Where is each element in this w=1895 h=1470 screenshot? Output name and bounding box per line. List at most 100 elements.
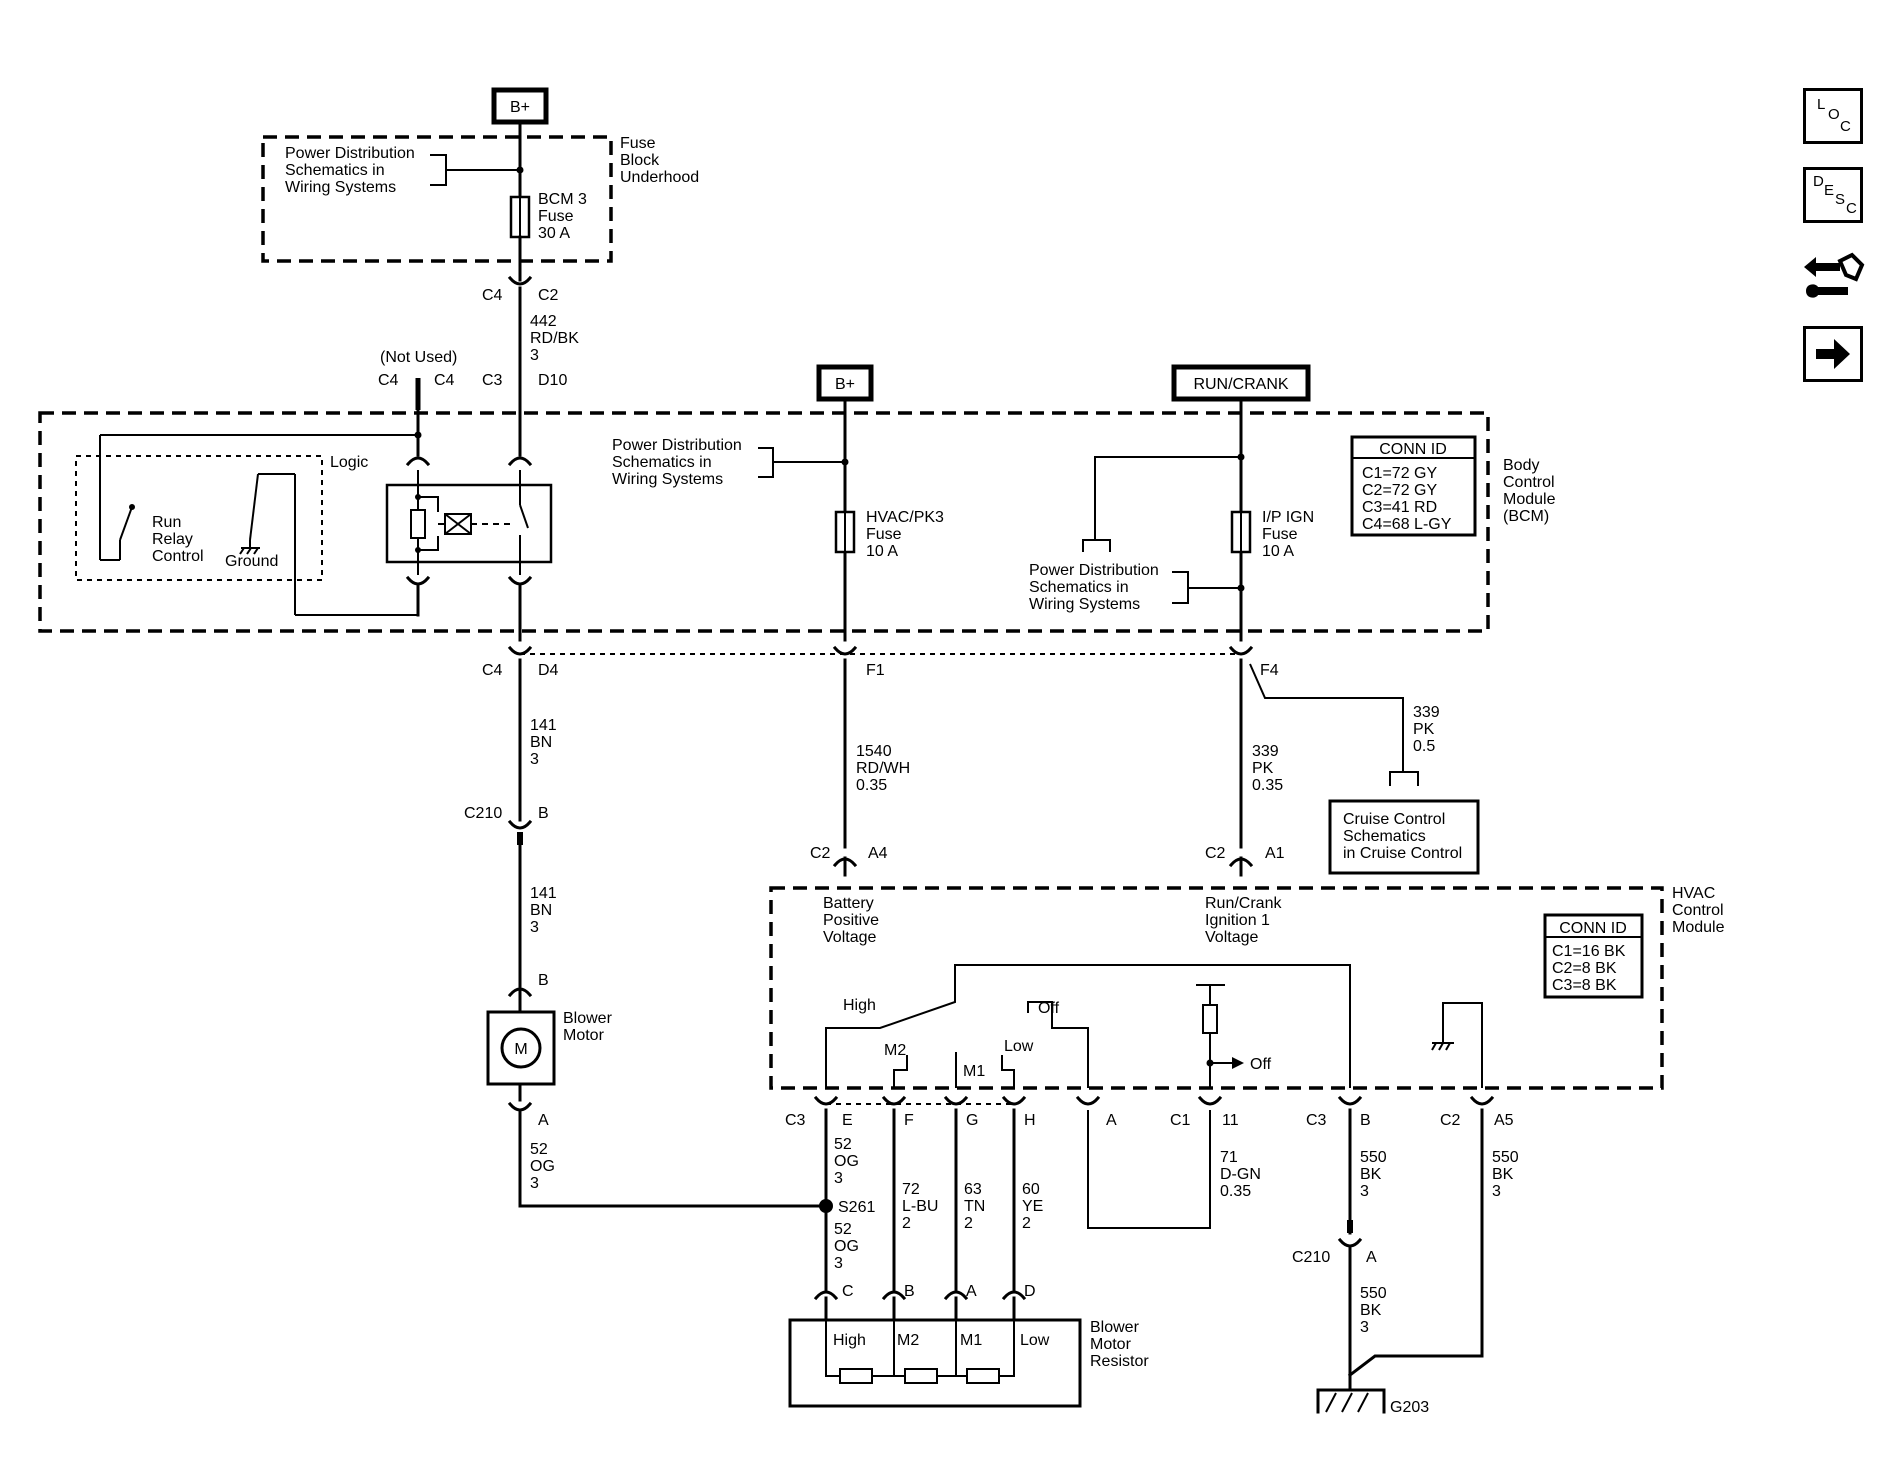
splice-s261 xyxy=(819,1199,833,1213)
svg-text:Control: Control xyxy=(152,548,204,565)
location-button[interactable]: L O C xyxy=(1803,88,1863,144)
svg-text:F: F xyxy=(904,1112,914,1129)
svg-text:Schematics in: Schematics in xyxy=(612,454,712,471)
svg-text:C2: C2 xyxy=(538,287,559,304)
svg-text:3: 3 xyxy=(834,1255,843,1272)
svg-text:OG: OG xyxy=(834,1153,859,1170)
svg-text:141: 141 xyxy=(530,885,557,902)
svg-text:A: A xyxy=(538,1112,549,1129)
svg-text:A4: A4 xyxy=(868,845,888,862)
run-crank-source: RUN/CRANK xyxy=(1171,364,1311,402)
svg-text:Fuse: Fuse xyxy=(538,208,574,225)
svg-text:Ignition 1: Ignition 1 xyxy=(1205,912,1270,929)
svg-text:C4=68 L-GY: C4=68 L-GY xyxy=(1362,516,1452,533)
svg-text:C3: C3 xyxy=(482,372,503,389)
svg-text:Off: Off xyxy=(1038,1000,1060,1017)
svg-text:C4: C4 xyxy=(434,372,455,389)
svg-text:OG: OG xyxy=(834,1238,859,1255)
svg-text:3: 3 xyxy=(1492,1183,1501,1200)
wire-141-b-label: 141 BN 3 xyxy=(530,885,557,936)
svg-text:3: 3 xyxy=(530,347,539,364)
svg-text:550: 550 xyxy=(1360,1149,1387,1166)
svg-text:0.35: 0.35 xyxy=(1220,1183,1251,1200)
svg-text:C2: C2 xyxy=(1440,1112,1461,1129)
svg-text:0.5: 0.5 xyxy=(1413,738,1435,755)
bplus-top-source: B+ xyxy=(491,87,549,125)
svg-text:Module: Module xyxy=(1672,919,1725,936)
fuse-block-outline xyxy=(261,135,613,263)
svg-text:B+: B+ xyxy=(510,99,530,116)
svg-text:HVAC/PK3: HVAC/PK3 xyxy=(866,509,944,526)
hvac-pk3-fuse: HVAC/PK3 Fuse 10 A xyxy=(834,509,944,560)
svg-text:C3: C3 xyxy=(785,1112,806,1129)
svg-text:2: 2 xyxy=(1022,1215,1031,1232)
wire-71-label: 71 D-GN 0.35 xyxy=(1220,1149,1261,1200)
svg-text:BCM 3: BCM 3 xyxy=(538,191,587,208)
repair-arrows-wrench-icon[interactable] xyxy=(1800,245,1866,305)
svg-text:2: 2 xyxy=(964,1215,973,1232)
svg-text:A5: A5 xyxy=(1494,1112,1514,1129)
svg-text:Underhood: Underhood xyxy=(620,169,699,186)
svg-text:Fuse: Fuse xyxy=(620,135,656,152)
svg-text:60: 60 xyxy=(1022,1181,1040,1198)
next-arrow-button[interactable] xyxy=(1803,326,1863,382)
right-arrow-icon xyxy=(1816,339,1850,369)
battery-positive-voltage-input: Battery Positive Voltage xyxy=(823,895,879,946)
svg-text:BK: BK xyxy=(1360,1302,1382,1319)
svg-text:Voltage: Voltage xyxy=(1205,929,1258,946)
svg-text:G: G xyxy=(966,1112,978,1129)
svg-text:3: 3 xyxy=(530,751,539,768)
resistor-connector-labels: C B A D xyxy=(842,1283,1036,1300)
svg-text:S261: S261 xyxy=(838,1199,875,1216)
svg-text:A: A xyxy=(1106,1112,1117,1129)
svg-text:3: 3 xyxy=(530,919,539,936)
svg-text:30 A: 30 A xyxy=(538,225,570,242)
not-used-label: (Not Used) xyxy=(380,349,457,366)
svg-text:B: B xyxy=(904,1283,915,1300)
connector-f4 xyxy=(1228,645,1254,656)
bcm-label: Body Control Module (BCM) xyxy=(1503,457,1556,525)
svg-text:63: 63 xyxy=(964,1181,982,1198)
logic-label: Logic xyxy=(330,454,368,471)
connector-c4-d4 xyxy=(507,645,533,656)
svg-text:Wiring Systems: Wiring Systems xyxy=(285,179,396,196)
svg-text:Resistor: Resistor xyxy=(1090,1353,1149,1370)
connector-c4-c2 xyxy=(507,275,533,286)
svg-text:Low: Low xyxy=(1020,1332,1050,1349)
svg-text:Power Distribution: Power Distribution xyxy=(285,145,415,162)
svg-text:Control: Control xyxy=(1503,474,1555,491)
hvac-conn-id-table: CONN ID C1=16 BK C2=8 BK C3=8 BK xyxy=(1543,913,1644,999)
svg-text:B: B xyxy=(1360,1112,1371,1129)
svg-text:C4: C4 xyxy=(482,287,503,304)
svg-text:F4: F4 xyxy=(1260,662,1279,679)
svg-text:D-GN: D-GN xyxy=(1220,1166,1261,1183)
run-relay xyxy=(385,470,553,575)
svg-text:OG: OG xyxy=(530,1158,555,1175)
svg-text:Battery: Battery xyxy=(823,895,874,912)
svg-text:Run: Run xyxy=(152,514,181,531)
svg-text:C2: C2 xyxy=(1205,845,1226,862)
svg-text:I/P IGN: I/P IGN xyxy=(1262,509,1314,526)
svg-text:A: A xyxy=(966,1283,977,1300)
svg-text:Cruise Control: Cruise Control xyxy=(1343,811,1445,828)
svg-text:C3: C3 xyxy=(1306,1112,1327,1129)
svg-text:C210: C210 xyxy=(1292,1249,1330,1266)
svg-text:3: 3 xyxy=(834,1170,843,1187)
svg-text:BN: BN xyxy=(530,902,552,919)
off-output: Off xyxy=(1196,984,1272,1088)
run-relay-control-switch: Run Relay Control xyxy=(100,504,204,565)
svg-text:Module: Module xyxy=(1503,491,1556,508)
svg-text:G203: G203 xyxy=(1390,1399,1429,1416)
svg-text:C4: C4 xyxy=(482,662,503,679)
svg-text:Ground: Ground xyxy=(225,553,278,570)
connector-c210-b xyxy=(507,819,533,830)
description-button[interactable]: D E S C xyxy=(1803,167,1863,223)
svg-text:M2: M2 xyxy=(884,1042,906,1059)
svg-text:C3=8 BK: C3=8 BK xyxy=(1552,977,1617,994)
ip-ign-fuse: I/P IGN Fuse 10 A xyxy=(1230,509,1314,560)
svg-text:C210: C210 xyxy=(464,805,502,822)
svg-text:Fuse: Fuse xyxy=(866,526,902,543)
ignition-voltage-input: Run/Crank Ignition 1 Voltage xyxy=(1205,895,1282,946)
svg-text:Blower: Blower xyxy=(1090,1319,1140,1336)
wire-52-a-label: 52 OG 3 xyxy=(530,1141,555,1192)
